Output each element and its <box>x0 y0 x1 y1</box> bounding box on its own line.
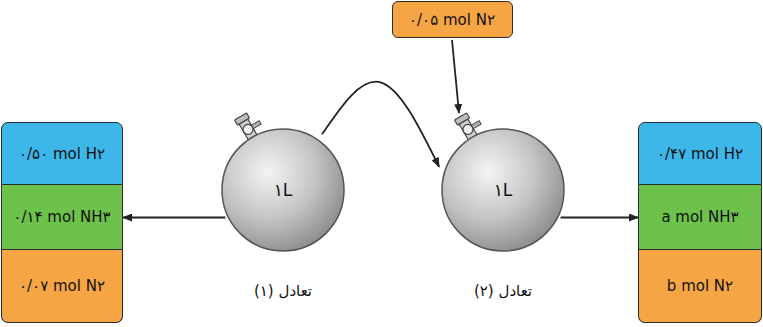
sphere-circle <box>222 129 344 251</box>
volume-label: ۱L <box>274 180 293 200</box>
arrow-connector <box>561 217 638 219</box>
amount-band: ۰/۴۷ mol H۲ <box>638 122 762 185</box>
amount-text: ۰/۵۰ mol H۲ <box>19 145 105 163</box>
volume-label: ۱L <box>494 180 513 200</box>
amount-text: ۰/۰۵ mol N۲ <box>409 11 495 29</box>
equilibrium-caption: تعادل (۱) <box>254 282 312 300</box>
amount-band: a mol NH۳ <box>638 185 762 250</box>
arrow-connector <box>322 82 439 167</box>
amount-text: ۰/۱۴ mol NH۳ <box>13 208 110 226</box>
flask-sphere: ۱Lتعادل (۱) <box>221 128 345 252</box>
amount-text: ۰/۴۷ mol H۲ <box>657 145 743 163</box>
sphere-circle <box>442 129 564 251</box>
arrow-connector <box>123 217 225 219</box>
amount-text: ۰/۰۷ mol N۲ <box>19 277 105 295</box>
equilibrium-caption: تعادل (۲) <box>474 282 532 300</box>
arrow-connector <box>452 40 459 113</box>
amount-text: a mol NH۳ <box>661 208 738 226</box>
amount-text: b mol N۲ <box>667 277 733 295</box>
amount-band: b mol N۲ <box>638 250 762 323</box>
amount-band: ۰/۱۴ mol NH۳ <box>1 185 123 250</box>
flask-sphere: ۱Lتعادل (۲) <box>441 128 565 252</box>
amount-band: ۰/۰۷ mol N۲ <box>1 250 123 323</box>
added-gas-box: ۰/۰۵ mol N۲ <box>392 1 513 38</box>
amount-band: ۰/۵۰ mol H۲ <box>1 122 123 185</box>
